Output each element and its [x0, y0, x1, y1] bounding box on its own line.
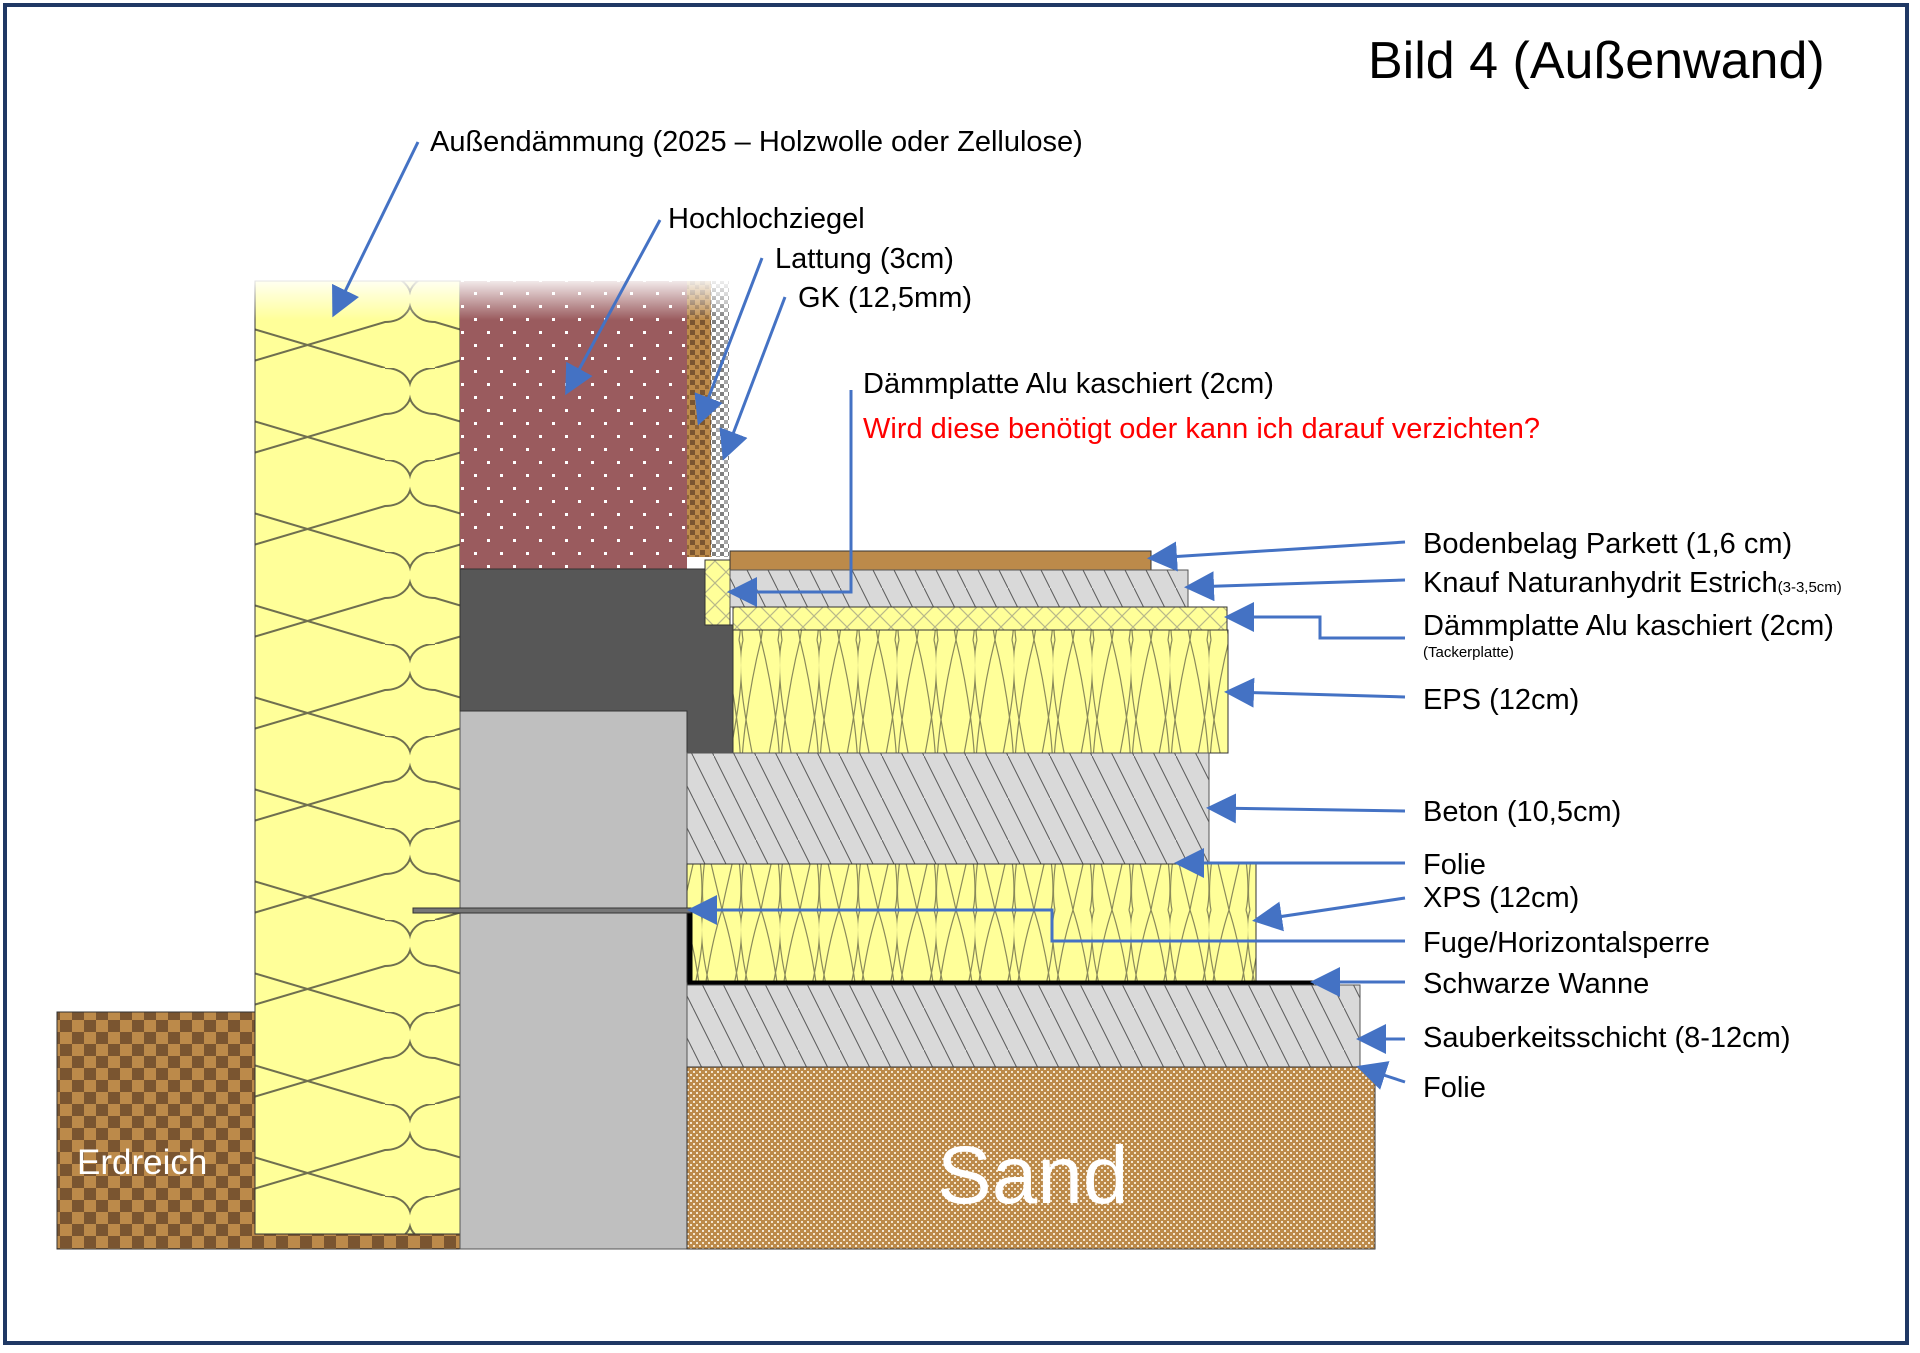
- label-alu-plate: Dämmplatte Alu kaschiert (2cm): [1423, 610, 1834, 642]
- arrow-screed: [1184, 571, 1406, 602]
- label-parquet: Bodenbelag Parkett (1,6 cm): [1423, 528, 1793, 560]
- label-drywall: GK (12,5mm): [798, 282, 973, 314]
- label-eps: EPS (12cm): [1423, 684, 1580, 716]
- label-joint: Fuge/Horizontalsperre: [1423, 927, 1710, 959]
- arrow-foil-lower: [1356, 1061, 1406, 1090]
- label-soil: Erdreich: [77, 1143, 208, 1182]
- arrow-xps: [1252, 896, 1406, 932]
- blinding-layer: [686, 984, 1361, 1068]
- label-battens: Lattung (3cm): [775, 243, 954, 275]
- arrow-alu-plate: [1224, 602, 1405, 640]
- label-blinding: Sauberkeitsschicht (8-12cm): [1423, 1022, 1791, 1054]
- label-black-tank: Schwarze Wanne: [1423, 968, 1650, 1000]
- arrow-edge-insulation: [727, 390, 853, 607]
- arrow-outer-insulation: [332, 141, 420, 318]
- parquet-layer: [729, 550, 1152, 571]
- brick-wall: [460, 281, 687, 569]
- arrow-eps: [1224, 677, 1406, 708]
- label-brick: Hochlochziegel: [668, 203, 865, 235]
- arrow-joint: [687, 895, 1405, 943]
- edge-insulation-strip: [704, 559, 731, 626]
- black-tank-line: [687, 910, 1314, 986]
- horizontal-barrier: [412, 907, 692, 914]
- alu-plate-layer: [732, 606, 1228, 631]
- label-screed-note: (3-3,5cm): [1777, 579, 1842, 596]
- label-edge-insulation: Dämmplatte Alu kaschiert (2cm): [863, 368, 1274, 400]
- label-foil-upper: Folie: [1423, 849, 1486, 881]
- drywall-layer: [711, 281, 729, 557]
- screed-layer: [729, 569, 1189, 608]
- arrow-parquet: [1147, 540, 1406, 572]
- arrow-battens: [694, 257, 764, 426]
- label-screed: Knauf Naturanhydrit Estrich(3-3,5cm): [1423, 569, 1842, 598]
- top-fade: [250, 275, 740, 320]
- xps-layer: [686, 863, 1257, 983]
- label-sand: Sand: [937, 1130, 1129, 1221]
- label-edge-question: Wird diese benötigt oder kann ich darauf…: [863, 413, 1541, 445]
- arrow-concrete: [1206, 793, 1406, 824]
- wall-concrete: [459, 710, 688, 1250]
- label-concrete: Beton (10,5cm): [1423, 796, 1622, 828]
- arrow-drywall: [719, 296, 787, 461]
- concrete-slab: [686, 752, 1210, 865]
- label-xps: XPS (12cm): [1423, 882, 1580, 914]
- label-foil-lower: Folie: [1423, 1072, 1486, 1104]
- label-alu-plate-note: (Tackerplatte): [1423, 644, 1514, 661]
- label-outer-insulation: Außendämmung (2025 – Holzwolle oder Zell…: [430, 126, 1083, 158]
- arrow-brick: [565, 219, 662, 396]
- sand-block: [686, 1066, 1376, 1250]
- label-screed-main: Knauf Naturanhydrit Estrich: [1423, 567, 1778, 599]
- outer-insulation: [254, 280, 461, 1235]
- eps-layer: [732, 629, 1229, 754]
- diagram-title: Bild 4 (Außenwand): [1368, 32, 1825, 90]
